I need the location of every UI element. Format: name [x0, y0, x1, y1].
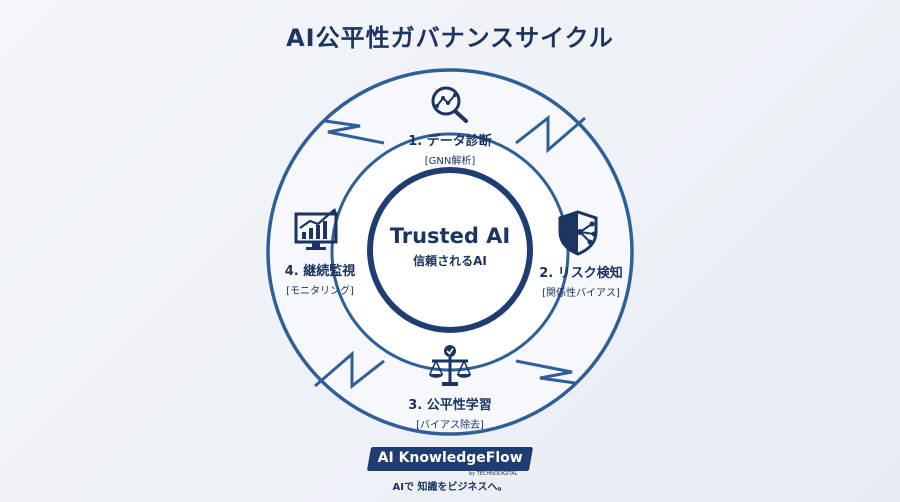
page-title: AI公平性ガバナンスサイクル	[286, 24, 614, 52]
step-2-subtitle: [関係性バイアス]	[542, 288, 620, 299]
magnifier-chart-icon	[431, 86, 468, 123]
monitor-chart-icon	[294, 208, 338, 250]
step-4-subtitle: [モニタリング]	[286, 286, 354, 297]
step-4-label: 4. 継続監視 [モニタリング]	[265, 260, 375, 297]
center-subtitle: 信頼されるAI	[413, 254, 487, 268]
step-2-label: 2. リスク検知 [関係性バイアス]	[525, 262, 637, 299]
separator-top-left	[324, 119, 385, 145]
step-1-subtitle: [GNN解析]	[424, 156, 476, 167]
brand-by: by TECHNODIGITAL	[469, 471, 518, 477]
step-1-title: 1. データ診断	[408, 134, 492, 149]
brand-tagline: AIで 知識をビジネスへ。	[392, 482, 508, 493]
center-label: Trusted AI 信頼されるAI	[370, 224, 530, 269]
step-3-subtitle: [バイアス除去]	[416, 420, 484, 431]
step-1-label: 1. データ診断 [GNN解析]	[385, 130, 515, 167]
separator-top-right	[515, 114, 586, 154]
brand-name: AI KnowledgeFlow	[377, 450, 523, 466]
step-4-title: 4. 継続監視	[284, 264, 356, 279]
center-title: Trusted AI	[389, 224, 511, 248]
shield-network-icon	[558, 210, 598, 256]
step-2-title: 2. リスク検知	[539, 266, 623, 281]
brand-logo: AI KnowledgeFlow	[366, 447, 534, 471]
separator-bottom-right	[515, 359, 576, 385]
step-3-label: 3. 公平性学習 [バイアス除去]	[385, 394, 515, 431]
step-3-title: 3. 公平性学習	[408, 398, 492, 413]
center-ring	[367, 167, 533, 333]
separator-bottom-left	[314, 350, 385, 390]
balance-scale-icon	[429, 345, 471, 386]
